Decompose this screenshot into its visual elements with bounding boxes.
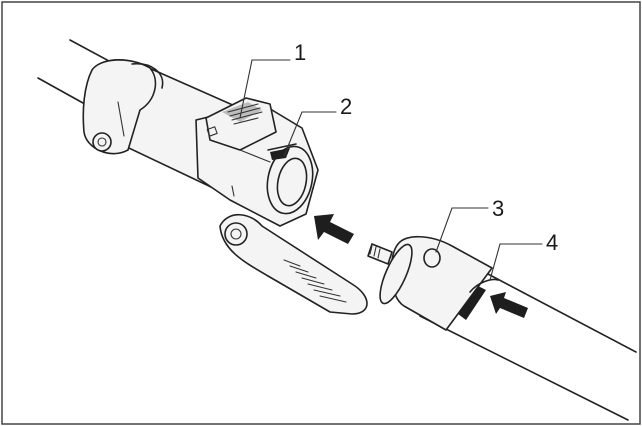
callout-4: 4 <box>546 230 558 255</box>
lever-grip-icon <box>283 259 347 303</box>
clamp-lever <box>219 213 368 315</box>
lower-shaft <box>367 235 637 421</box>
leader-lines <box>239 59 543 281</box>
alignment-arrow-icon <box>490 292 528 318</box>
callout-2: 2 <box>340 94 352 119</box>
insert-direction-arrow-icon <box>314 214 354 244</box>
stud-thread-icon <box>369 245 381 259</box>
callout-1: 1 <box>294 40 306 65</box>
clamp-screw-icon <box>227 103 263 125</box>
clamp-housing <box>195 97 319 227</box>
lever-pivot-icon <box>224 222 248 246</box>
locking-pin-hole-icon <box>423 248 441 268</box>
rear-bolt-icon <box>92 132 112 152</box>
callout-3: 3 <box>492 196 504 221</box>
